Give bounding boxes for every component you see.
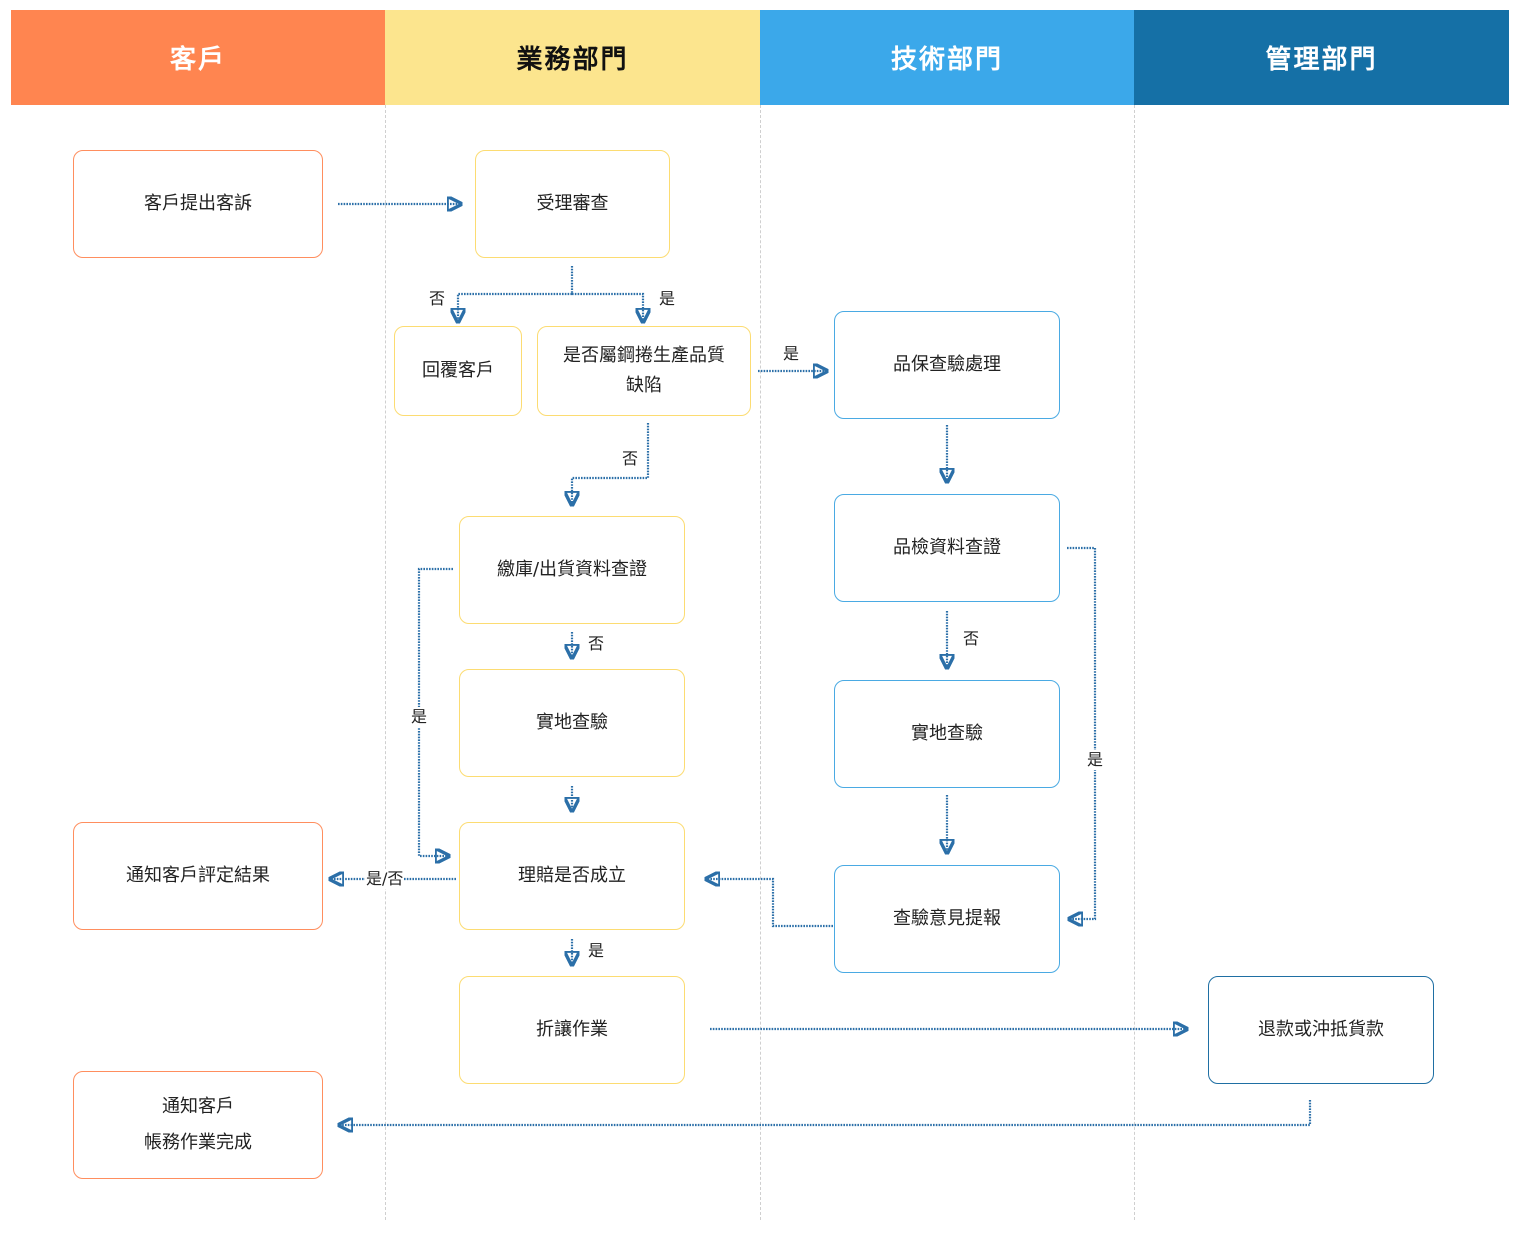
node-qc-verify: 品檢資料查證: [834, 494, 1060, 602]
edge-label-review-no: 否: [428, 289, 447, 309]
node-inspection-report: 查驗意見提報: [834, 865, 1060, 973]
arrow-review-to-defect: [572, 292, 643, 322]
node-label: 實地查驗: [536, 712, 608, 733]
edge-label-claim-yes: 是: [587, 941, 606, 961]
lane-header-business: 業務部門: [385, 10, 760, 105]
lane-header-mgmt: 管理部門: [1134, 10, 1509, 105]
edge-label-storage-yes: 是: [410, 707, 429, 727]
lane-header-customer: 客戶: [11, 10, 385, 105]
lane-header-tech: 技術部門: [760, 10, 1134, 105]
node-notify-done: 通知客戶 帳務作業完成: [73, 1071, 323, 1179]
node-label: 查驗意見提報: [893, 908, 1001, 929]
node-label-line2: 缺陷: [626, 375, 662, 396]
lane-divider: [760, 105, 761, 1220]
edge-label-claim-yes-no: 是/否: [365, 869, 405, 889]
lane-divider: [1134, 105, 1135, 1220]
arrow-review-to-reply: [458, 292, 572, 322]
edge-label-defect-yes: 是: [782, 344, 801, 364]
arrow-refund-to-notify-done: [339, 1100, 1312, 1125]
node-complaint: 客戶提出客訴: [73, 150, 323, 258]
node-site-inspection-tech: 實地查驗: [834, 680, 1060, 788]
edge-label-qc-no: 否: [962, 629, 981, 649]
node-defect-check: 是否屬鋼捲生產品質 缺陷: [537, 326, 751, 416]
node-label-line1: 是否屬鋼捲生產品質: [563, 345, 725, 366]
arrow-qc-to-report: [1067, 546, 1097, 919]
node-claim-valid: 理賠是否成立: [459, 822, 685, 930]
node-label: 品檢資料查證: [893, 537, 1001, 558]
node-label-line2: 帳務作業完成: [144, 1132, 252, 1153]
node-review: 受理審查: [475, 150, 670, 258]
node-notify-result: 通知客戶評定結果: [73, 822, 323, 930]
node-label: 受理審查: [536, 193, 609, 214]
edge-label-defect-no: 否: [621, 449, 640, 469]
node-site-inspection-business: 實地查驗: [459, 669, 685, 777]
edge-label-qc-yes: 是: [1086, 750, 1105, 770]
node-refund: 退款或沖抵貨款: [1208, 976, 1434, 1084]
node-label: 繳庫/出貨資料查證: [496, 559, 648, 580]
node-label: 回覆客戶: [422, 360, 494, 381]
arrow-report-to-claim: [706, 879, 833, 928]
node-label-line1: 通知客戶: [162, 1096, 234, 1117]
node-label: 折讓作業: [536, 1019, 608, 1040]
node-label: 客戶提出客訴: [144, 193, 252, 214]
node-label: 通知客戶評定結果: [126, 865, 270, 886]
node-label: 退款或沖抵貨款: [1258, 1019, 1384, 1040]
lane-divider: [385, 105, 386, 1220]
node-qa-process: 品保查驗處理: [834, 311, 1060, 419]
node-discount: 折讓作業: [459, 976, 685, 1084]
node-storage-verify: 繳庫/出貨資料查證: [459, 516, 685, 624]
node-label: 品保查驗處理: [893, 354, 1001, 375]
edge-label-storage-no: 否: [587, 634, 606, 654]
edge-label-review-yes: 是: [658, 289, 677, 309]
node-reply: 回覆客戶: [394, 326, 522, 416]
node-label: 實地查驗: [911, 723, 983, 744]
node-label: 理賠是否成立: [518, 865, 626, 886]
arrow-defect-to-storage: [572, 423, 650, 505]
